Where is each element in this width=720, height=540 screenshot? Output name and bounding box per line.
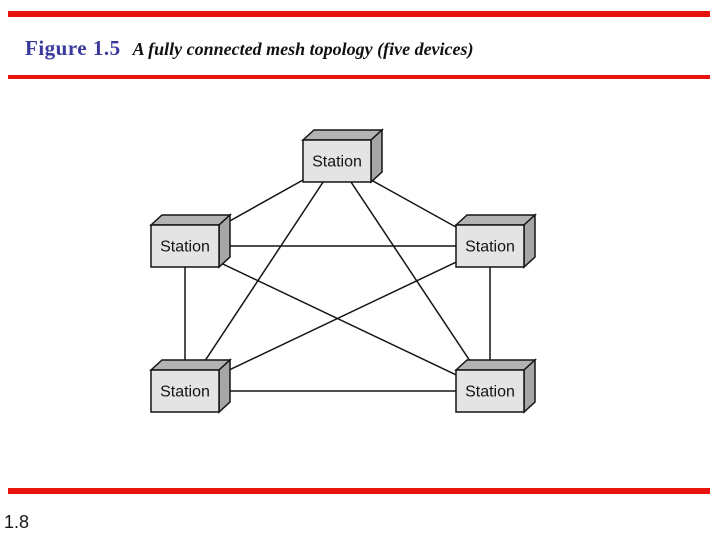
station-box-front-face bbox=[302, 139, 372, 183]
station-box-top-face bbox=[454, 214, 537, 226]
station-box-top-face bbox=[149, 214, 232, 226]
station-box-top-face bbox=[149, 359, 232, 371]
station-left: Station bbox=[149, 213, 232, 269]
station-box-side-face bbox=[218, 358, 231, 414]
mesh-link bbox=[336, 160, 491, 392]
page-number: 1.8 bbox=[4, 512, 30, 532]
station-box-top-face bbox=[301, 129, 384, 141]
station-label: Station bbox=[160, 239, 210, 256]
station-box-front-face bbox=[150, 369, 220, 413]
title-underline-bar bbox=[8, 75, 710, 79]
figure-title: Figure 1.5 A fully connected mesh topolo… bbox=[25, 36, 474, 61]
figure-number: Figure 1.5 bbox=[25, 36, 121, 60]
top-accent-bar bbox=[8, 11, 710, 17]
station-box-side-face bbox=[523, 213, 536, 269]
station-box-front-face bbox=[455, 369, 525, 413]
station-box-side-face bbox=[370, 128, 383, 184]
station-bottom-left: Station bbox=[149, 358, 232, 414]
bottom-accent-bar bbox=[8, 488, 710, 494]
station-top: Station bbox=[301, 128, 384, 184]
station-label: Station bbox=[465, 239, 515, 256]
station-label: Station bbox=[312, 154, 362, 171]
station-box-side-face bbox=[523, 358, 536, 414]
station-right: Station bbox=[454, 213, 537, 269]
station-bottom-right: Station bbox=[454, 358, 537, 414]
station-box-front-face bbox=[455, 224, 525, 268]
mesh-link bbox=[184, 160, 338, 392]
station-box-front-face bbox=[150, 224, 220, 268]
station-box-side-face bbox=[218, 213, 231, 269]
figure-caption: A fully connected mesh topology (five de… bbox=[132, 39, 474, 59]
mesh-link bbox=[184, 245, 491, 392]
station-label: Station bbox=[465, 384, 515, 401]
station-box-top-face bbox=[454, 359, 537, 371]
station-label: Station bbox=[160, 384, 210, 401]
